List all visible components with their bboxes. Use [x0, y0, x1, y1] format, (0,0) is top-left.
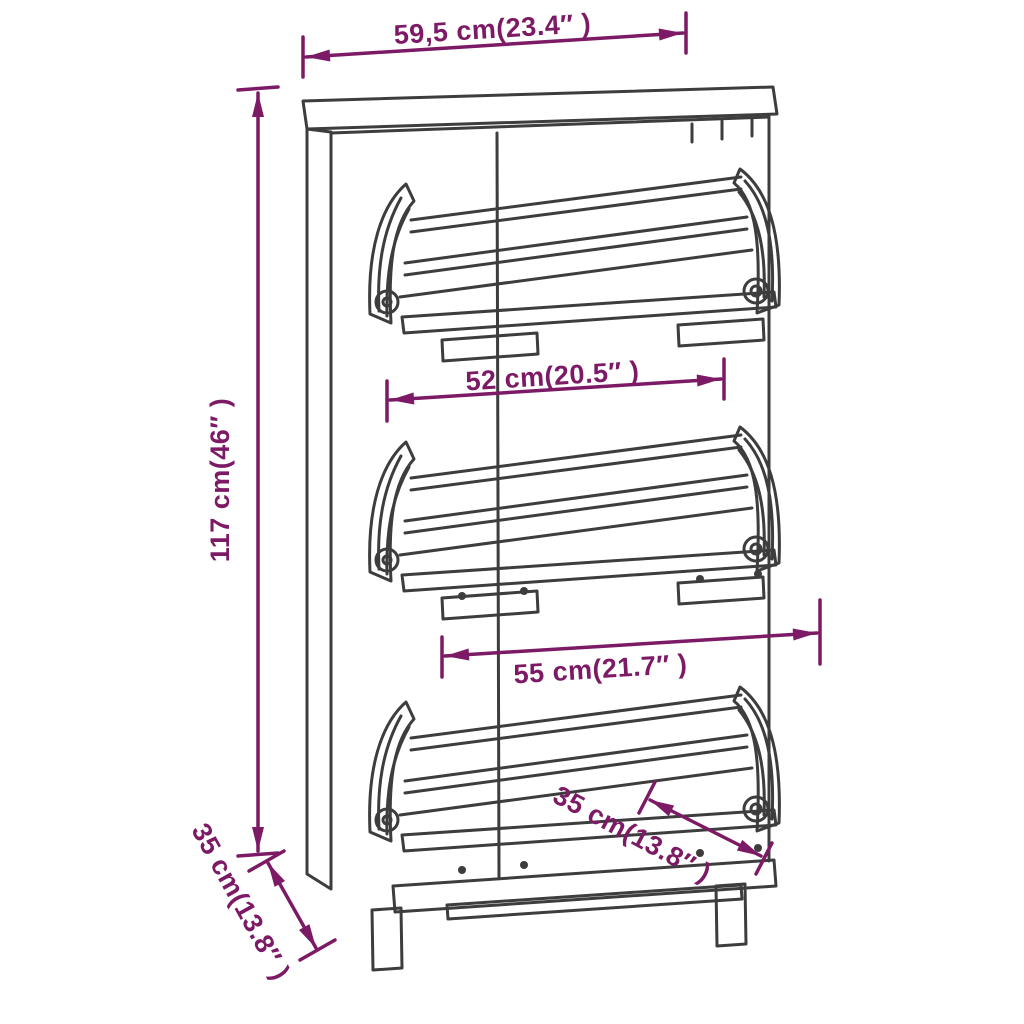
bottom-rail [445, 883, 744, 921]
dim-tick [247, 849, 286, 873]
dim-tick [637, 780, 657, 815]
handle [440, 331, 540, 363]
handle [676, 317, 766, 348]
screw-hole [458, 866, 466, 874]
dim-tick [236, 85, 280, 92]
dimension-lines [236, 11, 822, 962]
right-foot [714, 882, 748, 948]
dim-arrow-line [304, 28, 685, 62]
dim-inner-width [385, 357, 726, 423]
drawer-handles [440, 317, 766, 621]
dim-tick [754, 841, 774, 876]
cabinet-top-front-edge [329, 115, 771, 135]
dim-arrow-line [266, 861, 318, 950]
bottom-plinth [391, 858, 778, 914]
dim-arrow-line [443, 628, 819, 661]
dim-flap-depth [637, 780, 774, 876]
cabinet-back-seam [495, 131, 501, 880]
label-height: 117 cm(46″ ) [205, 398, 235, 563]
screw-hole [520, 861, 528, 869]
handle [676, 575, 766, 606]
dim-depth-left [247, 849, 337, 962]
cabinet-top-panel [301, 85, 779, 131]
cabinet-drawing [301, 85, 781, 972]
screw-hole [754, 570, 762, 578]
left-foot [370, 906, 404, 972]
dim-arrow-line [388, 374, 723, 405]
hanging-slots [690, 116, 754, 144]
dim-height [236, 85, 280, 858]
cabinet-left-side [305, 127, 333, 891]
dim-top-width [301, 11, 688, 79]
screw-hole [754, 844, 762, 852]
handle [440, 589, 540, 621]
dim-tick [236, 851, 280, 858]
dim-tick [298, 938, 337, 962]
screw-hole [458, 592, 466, 600]
dim-shelf-width [440, 598, 822, 679]
dim-arrow-line [648, 798, 763, 858]
screw-hole [696, 575, 704, 583]
screw-hole [520, 587, 528, 595]
